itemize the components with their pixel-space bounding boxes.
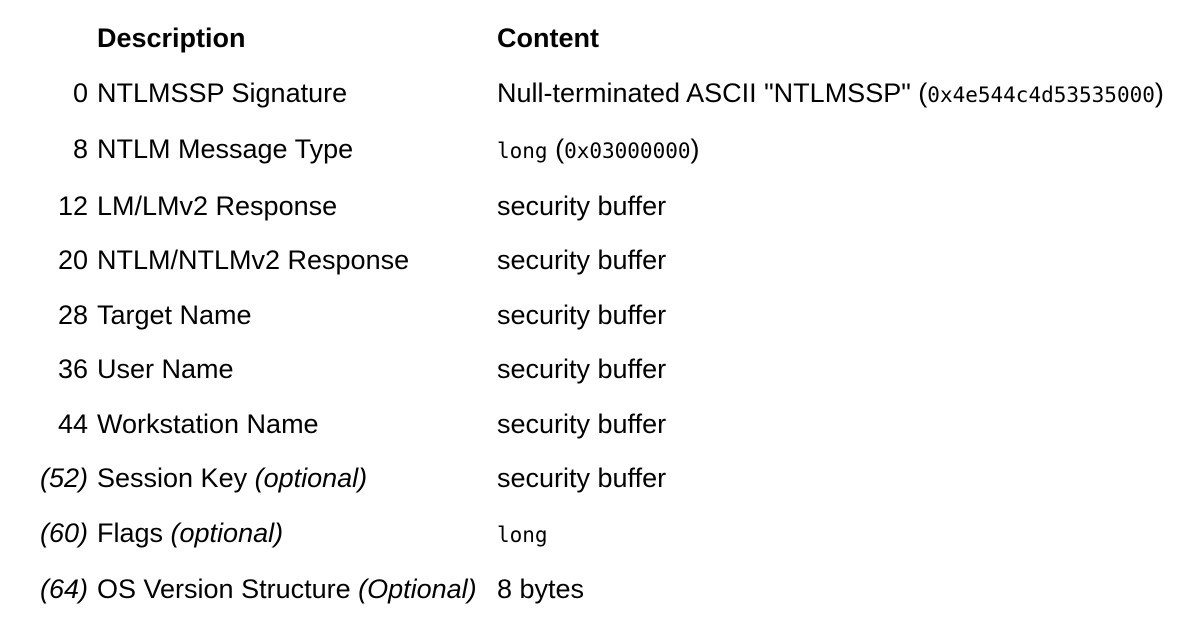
table-row: 36 User Name security buffer: [0, 342, 1200, 397]
description-cell: Target Name: [88, 288, 497, 343]
table-row: (60)Flags (optional)long: [0, 506, 1200, 563]
content-cell: security buffer: [497, 342, 1200, 397]
description-cell: OS Version Structure (Optional): [88, 562, 497, 617]
text-run: ): [1154, 77, 1164, 108]
text-run: Target Name: [97, 299, 252, 330]
text-run: security buffer: [497, 463, 667, 493]
text-run: security buffer: [497, 408, 667, 439]
text-run: Session Key: [97, 463, 255, 493]
italic-run: (60): [39, 517, 88, 548]
description-cell: User Name: [88, 342, 497, 397]
description-cell: Flags (optional): [88, 506, 497, 563]
text-run: Workstation Name: [97, 408, 319, 439]
text-run: 36: [57, 354, 88, 384]
column-header-offset: [0, 11, 88, 66]
table-header: Description Content: [0, 11, 1200, 66]
text-run: ): [690, 134, 700, 164]
content-cell: security buffer: [497, 451, 1200, 506]
offset-cell: (64): [0, 562, 88, 617]
header-row: Description Content: [0, 11, 1200, 66]
text-run: security buffer: [497, 245, 667, 275]
description-cell: NTLM/NTLMv2 Response: [88, 233, 497, 288]
text-run: OS Version Structure: [97, 574, 359, 604]
offset-cell: (60): [0, 506, 88, 563]
description-cell: Session Key (optional): [88, 451, 497, 506]
text-run: Null-terminated ASCII "NTLMSSP" (: [497, 77, 928, 108]
content-cell: 8 bytes: [497, 562, 1200, 617]
text-run: 20: [57, 245, 88, 275]
text-run: security buffer: [497, 354, 667, 384]
text-run: security buffer: [497, 190, 667, 221]
italic-run: (Optional): [358, 574, 477, 604]
offset-cell: 12: [0, 179, 88, 234]
offset-cell: 20: [0, 233, 88, 288]
offset-cell: 0: [0, 66, 88, 123]
code-run: 0x03000000: [564, 139, 691, 163]
text-run: (: [547, 134, 565, 164]
offset-cell: 28: [0, 288, 88, 343]
text-run: 8: [72, 134, 88, 164]
table-row: 12 LM/LMv2 Response security buffer: [0, 179, 1200, 234]
content-cell: security buffer: [497, 288, 1200, 343]
table-row: 28 Target Name security buffer: [0, 288, 1200, 343]
text-run: 0: [72, 77, 88, 108]
table-row: 8 NTLM Message Type long (0x03000000): [0, 122, 1200, 179]
text-run: User Name: [97, 354, 234, 384]
table-row: (52)Session Key (optional)security buffe…: [0, 451, 1200, 506]
content-cell: long (0x03000000): [497, 122, 1200, 179]
content-cell: security buffer: [497, 179, 1200, 234]
italic-run: (64): [39, 574, 88, 604]
text-run: NTLMSSP Signature: [97, 77, 348, 108]
description-cell: NTLMSSP Signature: [88, 66, 497, 123]
content-cell: long: [497, 506, 1200, 563]
text-run: 12: [57, 190, 88, 221]
column-header-content: Content: [497, 23, 599, 53]
text-run: security buffer: [497, 299, 667, 330]
table-row: 44 Workstation Name security buffer: [0, 397, 1200, 452]
description-cell: LM/LMv2 Response: [88, 179, 497, 234]
description-cell: Workstation Name: [88, 397, 497, 452]
text-run: LM/LMv2 Response: [97, 190, 338, 221]
text-run: Flags: [97, 517, 171, 548]
description-cell: NTLM Message Type: [88, 122, 497, 179]
code-run: 0x4e544c4d53535000: [927, 82, 1155, 107]
text-run: 28: [57, 299, 88, 330]
offset-cell: 44: [0, 397, 88, 452]
text-run: 8 bytes: [497, 574, 585, 604]
text-run: NTLM/NTLMv2 Response: [97, 245, 410, 275]
italic-run: (52): [39, 463, 88, 493]
table-row: 0 NTLMSSP Signature Null-terminated ASCII …: [0, 66, 1200, 123]
text-run: 44: [57, 408, 88, 439]
column-header-description: Description: [97, 23, 246, 53]
text-run: NTLM Message Type: [97, 134, 354, 164]
italic-run: (optional): [170, 517, 284, 548]
content-cell: Null-terminated ASCII "NTLMSSP" (0x4e544…: [497, 66, 1200, 123]
italic-run: (optional): [254, 463, 368, 493]
code-run: long: [497, 139, 548, 163]
content-cell: security buffer: [497, 233, 1200, 288]
offset-cell: 36: [0, 342, 88, 397]
table-row: (64)OS Version Structure (Optional)8 byt…: [0, 562, 1200, 617]
code-run: long: [497, 522, 548, 547]
offset-cell: 8: [0, 122, 88, 179]
table-body: 0 NTLMSSP Signature Null-terminated ASCII …: [0, 66, 1200, 617]
ntlm-type3-message-table: Description Content 0 NTLMSSP Signature Nu…: [0, 11, 1200, 617]
table-row: 20 NTLM/NTLMv2 Response security buffer: [0, 233, 1200, 288]
offset-cell: (52): [0, 451, 88, 506]
content-cell: security buffer: [497, 397, 1200, 452]
